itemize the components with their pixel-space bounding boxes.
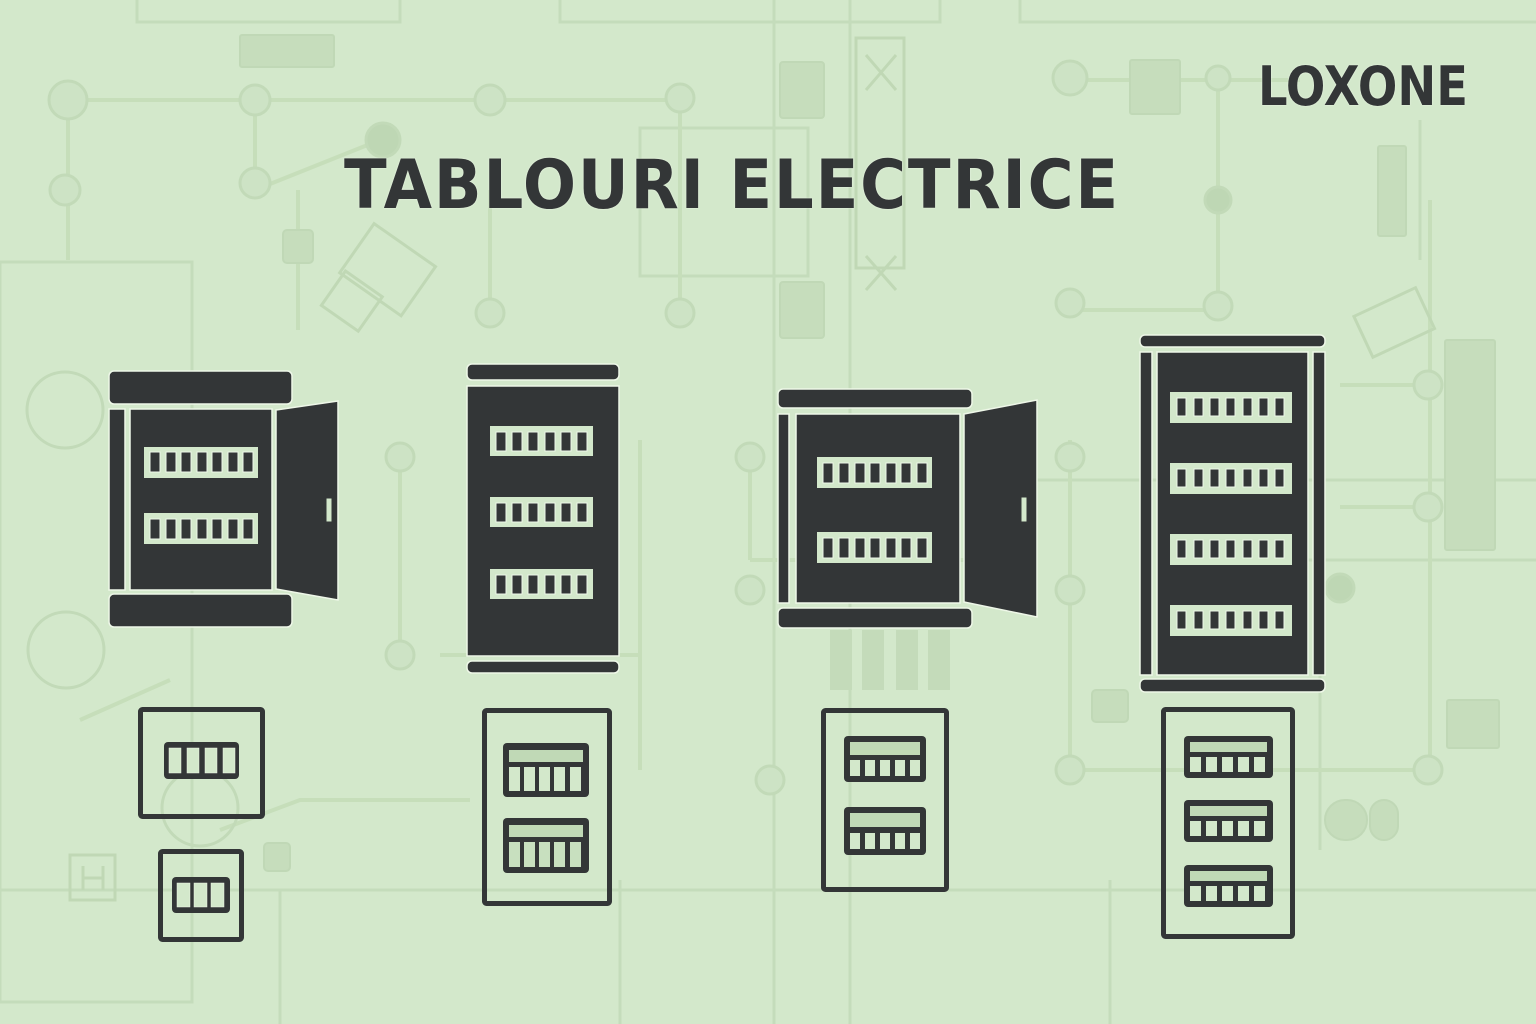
cabinet-open-door-wide-icon [777,388,1042,632]
page-title: TABLOURI ELECTRICE [344,146,1120,225]
cabinet-tall-closed-icon [466,363,621,675]
panel-single-3-icon [158,849,244,942]
panel-triple-5-icon [1161,707,1295,939]
cabinet-open-door-small-icon [108,370,343,630]
loxone-logo: LOXONE [1258,55,1468,118]
panel-double-5-icon [482,708,612,906]
panel-double-5-b-icon [821,708,949,892]
cabinet-tall-large-icon [1139,334,1327,694]
panel-single-4-icon [138,707,265,819]
